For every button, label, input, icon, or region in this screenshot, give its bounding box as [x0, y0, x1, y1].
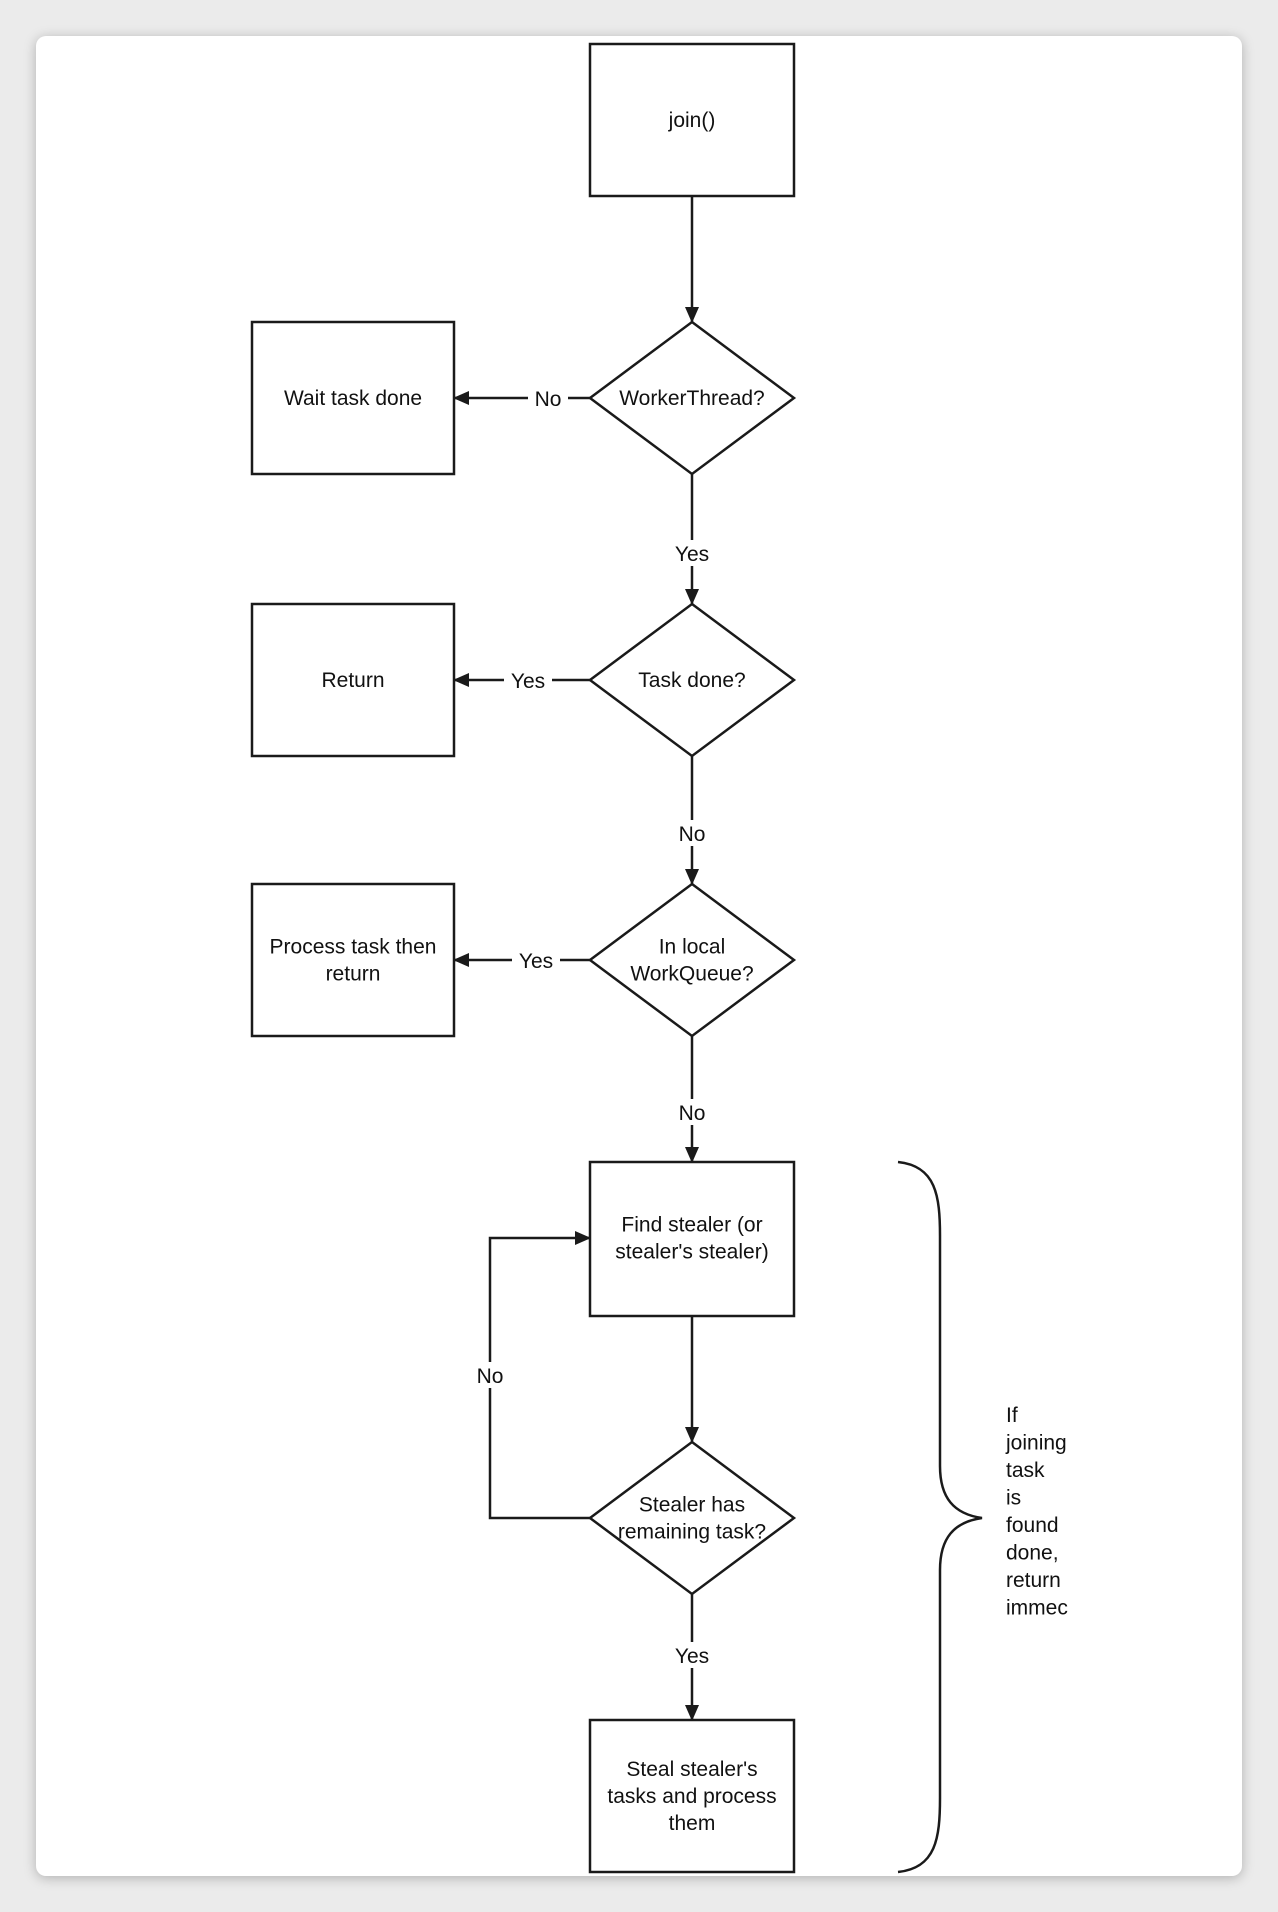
annotation-line: done,	[1006, 1542, 1059, 1565]
node-task-done: Task done?	[587, 602, 797, 758]
node-wait-task-done: Wait task done	[250, 320, 456, 476]
curly-brace	[897, 1160, 983, 1874]
node-return: Return	[250, 602, 456, 758]
svg-text:join(): join()	[668, 109, 716, 132]
svg-text:WorkerThread?: WorkerThread?	[619, 387, 765, 410]
node-label-line: WorkerThread?	[619, 387, 765, 410]
edge-label-taskdone-yes: Yes	[511, 670, 545, 693]
node-steal-tasks: Steal stealer's tasks and process them	[588, 1718, 796, 1874]
diagram-card: No Yes Yes No Yes No No Yes join() Worke…	[36, 36, 1242, 1876]
annotation-line: If	[1006, 1404, 1018, 1427]
node-label-line: Process task then	[270, 936, 437, 959]
node-label-line: remaining task?	[618, 1521, 766, 1544]
node-label-line: In local	[659, 936, 726, 959]
node-process-task: Process task then return	[250, 882, 456, 1038]
node-label-line: WorkQueue?	[630, 963, 753, 986]
svg-text:Wait task done: Wait task done	[284, 387, 422, 410]
node-label-line: Steal stealer's	[626, 1758, 757, 1781]
node-label-line: Task done?	[638, 669, 745, 692]
node-label-line: them	[669, 1812, 716, 1835]
annotation-text: If joining task is found done, return immec	[1005, 1404, 1068, 1620]
edge-label-stealer-yes: Yes	[675, 1645, 709, 1668]
edge-label-local-yes: Yes	[519, 950, 553, 973]
edge-label-worker-no: No	[535, 388, 562, 411]
annotation-line: return	[1006, 1569, 1061, 1592]
node-label-line: return	[326, 963, 381, 986]
edge-label-taskdone-no: No	[679, 823, 706, 846]
node-stealer-has-task: Stealer has remaining task?	[587, 1440, 797, 1596]
node-label-line: Find stealer (or	[621, 1214, 762, 1237]
node-join: join()	[588, 42, 796, 198]
annotation-line: joining	[1005, 1432, 1067, 1455]
svg-text:Task done?: Task done?	[638, 669, 745, 692]
edge-label-stealer-no: No	[477, 1365, 504, 1388]
annotation-line: task	[1006, 1459, 1045, 1482]
node-label-line: tasks and process	[607, 1785, 776, 1808]
annotation-line: found	[1006, 1514, 1059, 1537]
node-label-line: Wait task done	[284, 387, 422, 410]
flowchart: No Yes Yes No Yes No No Yes join() Worke…	[250, 42, 1068, 1874]
annotation-line: is	[1006, 1487, 1021, 1510]
node-label-line: Return	[321, 669, 384, 692]
svg-text:Return: Return	[321, 669, 384, 692]
edge-label-local-no: No	[679, 1102, 706, 1125]
node-label-line: stealer's stealer)	[615, 1241, 768, 1264]
edge-label-worker-yes: Yes	[675, 543, 709, 566]
node-find-stealer: Find stealer (or stealer's stealer)	[588, 1160, 796, 1318]
node-worker-thread: WorkerThread?	[587, 320, 797, 476]
annotation-line: immec	[1006, 1597, 1068, 1620]
node-label-line: join()	[668, 109, 716, 132]
node-label-line: Stealer has	[639, 1494, 745, 1517]
